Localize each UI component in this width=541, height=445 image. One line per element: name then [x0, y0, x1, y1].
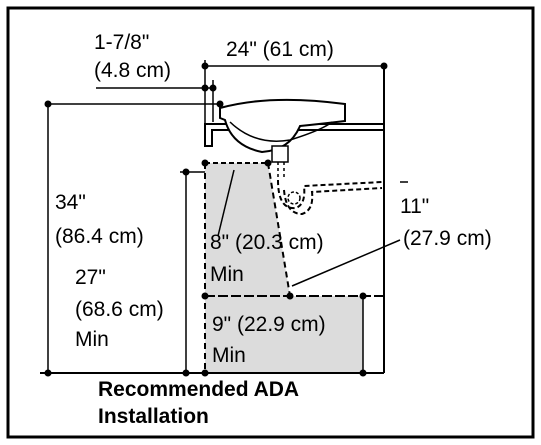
width-left-dot [201, 62, 209, 70]
offset-dot-a [201, 84, 209, 92]
p-trap [277, 179, 383, 210]
knee-height-top-dot [182, 168, 190, 176]
toe-height-label: 9" (22.9 cm) [212, 313, 326, 336]
knee-height-label-in: 27" [75, 266, 106, 289]
knee-front-dot [201, 159, 209, 167]
height-total-bottom-dot [44, 369, 52, 377]
knee-depth-label-min: Min [210, 263, 244, 286]
knee-height-label-cm: (68.6 cm) [75, 298, 164, 321]
width-label: 24" (61 cm) [226, 38, 334, 61]
toe-clearance-area [205, 296, 363, 373]
sink-basin [219, 98, 346, 154]
knee-height-bottom-dot [182, 369, 190, 377]
knee-back-dot [264, 159, 272, 167]
drain-tailpiece [271, 145, 289, 163]
knee-depth-label: 8" (20.3 cm) [210, 231, 324, 254]
p-trap-outer [283, 187, 383, 216]
knee-height-label-min: Min [75, 328, 109, 351]
toe-front-dot [201, 292, 209, 300]
p-trap-bend [287, 191, 301, 205]
height-total-sink-dot [216, 100, 224, 108]
height-total-label-in: 34" [55, 191, 86, 214]
toe-height-label-min: Min [212, 344, 246, 367]
width-right-dot [380, 62, 388, 70]
offset-label-cm: (4.8 cm) [94, 59, 172, 82]
knee-slope-edge [267, 162, 291, 297]
offset-label-in: 1-7/8" [94, 31, 150, 54]
offset-dot-b [209, 84, 217, 92]
toe-depth-label-cm: (27.9 cm) [403, 227, 492, 250]
toe-depth-label-in: 11" [400, 195, 430, 218]
height-total-top-dot [44, 100, 52, 108]
height-total-label-cm: (86.4 cm) [55, 225, 144, 248]
sink-bowl-inner [229, 121, 333, 142]
knee-depth-leader [217, 169, 235, 237]
floor-front-dot [201, 369, 209, 377]
caption-line-1: Recommended ADA [98, 378, 300, 401]
toe-back-dot [286, 292, 294, 300]
caption-line-2: Installation [98, 405, 209, 428]
knee-clearance-area [205, 163, 290, 296]
toe-depth-leader [291, 239, 401, 287]
